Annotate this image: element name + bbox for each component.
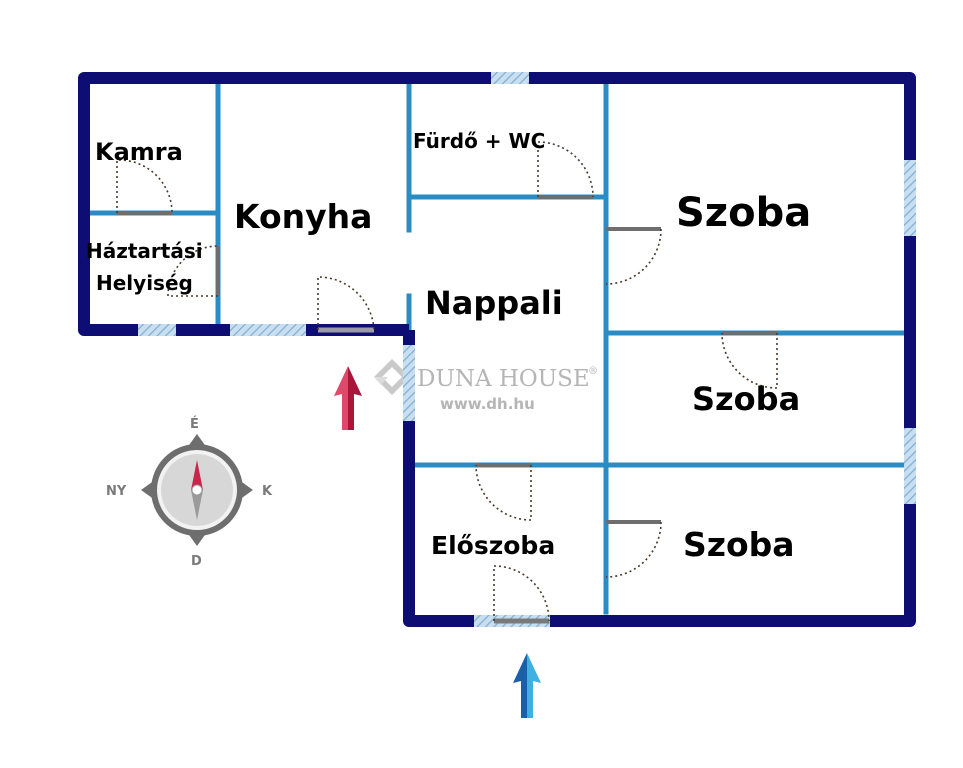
watermark-url: www.dh.hu bbox=[440, 395, 535, 413]
compass-north: É bbox=[190, 416, 199, 432]
entrance-arrow-blue-icon bbox=[513, 653, 541, 718]
windows bbox=[138, 72, 916, 627]
compass-south: D bbox=[191, 554, 202, 569]
room-label-konyha: Konyha bbox=[234, 197, 372, 236]
compass-icon bbox=[141, 434, 253, 546]
watermark-brand: DUNA HOUSE bbox=[417, 366, 590, 392]
door-szoba2 bbox=[721, 331, 778, 389]
door-konyha bbox=[317, 276, 375, 333]
room-label-szoba-3: Szoba bbox=[683, 525, 795, 564]
room-label-furdo: Fürdő + WC bbox=[413, 129, 545, 153]
compass-west: NY bbox=[106, 484, 127, 499]
window-right-lower bbox=[904, 428, 916, 504]
watermark: DUNA HOUSE ® www.dh.hu bbox=[374, 359, 598, 413]
watermark-registered: ® bbox=[588, 366, 598, 377]
window-nappali bbox=[403, 345, 415, 421]
window-right-upper bbox=[904, 160, 916, 236]
entrance-arrow-red-icon bbox=[334, 366, 362, 430]
door-entrance bbox=[493, 565, 550, 624]
window-haztartasi bbox=[138, 324, 176, 336]
room-labels: Kamra Konyha Fürdő + WC Szoba Háztartási… bbox=[86, 129, 811, 564]
door-furdo bbox=[537, 141, 594, 199]
room-label-eloszoba: Előszoba bbox=[431, 531, 555, 560]
compass-east: K bbox=[262, 484, 273, 499]
window-top bbox=[491, 72, 529, 84]
door-szoba3 bbox=[605, 520, 662, 578]
outer-walls bbox=[78, 72, 916, 627]
window-konyha bbox=[230, 324, 306, 336]
duna-house-logo-icon bbox=[374, 359, 410, 395]
room-label-szoba-1: Szoba bbox=[676, 190, 811, 236]
room-label-haztartasi-1: Háztartási bbox=[86, 239, 203, 263]
room-label-szoba-2: Szoba bbox=[692, 380, 800, 418]
door-haztartasi bbox=[167, 245, 220, 297]
door-eloszoba-inner bbox=[475, 463, 532, 521]
door-szoba1 bbox=[605, 227, 662, 285]
door-kamra bbox=[116, 159, 173, 215]
room-label-nappali: Nappali bbox=[425, 284, 563, 322]
room-label-haztartasi-2: Helyiség bbox=[96, 271, 193, 295]
doors bbox=[116, 141, 778, 624]
room-label-kamra: Kamra bbox=[95, 138, 183, 166]
